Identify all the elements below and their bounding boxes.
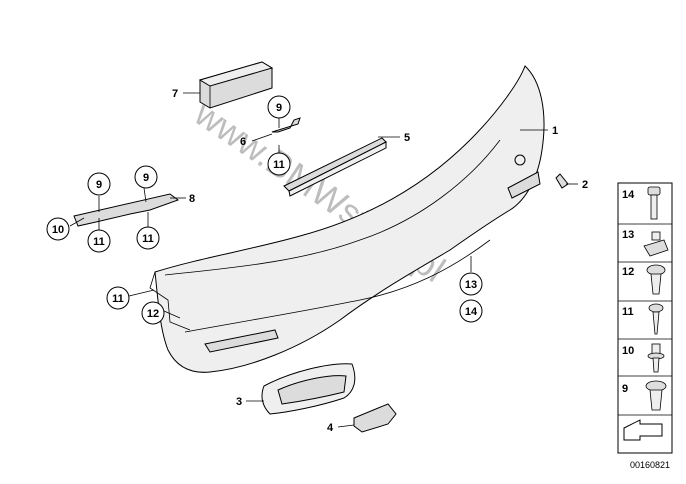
callout-13: 13	[459, 272, 483, 296]
svg-text:14: 14	[465, 306, 478, 318]
callout-10: 10	[46, 217, 70, 241]
svg-text:10: 10	[52, 224, 64, 236]
clip-nut-icon	[643, 231, 669, 257]
part-1-bumper	[149, 65, 548, 373]
screw-icon	[648, 303, 664, 335]
callout-14: 14	[459, 299, 483, 323]
svg-text:11: 11	[273, 159, 285, 171]
callout-11-b: 11	[87, 229, 111, 253]
svg-text:12: 12	[622, 266, 634, 278]
legend-row-13: 13	[622, 229, 669, 257]
svg-text:13: 13	[465, 279, 477, 291]
expanding-clip-icon	[645, 380, 667, 411]
svg-text:9: 9	[143, 172, 149, 184]
part-5-strip	[283, 136, 400, 197]
callout-5: 5	[404, 132, 410, 144]
bolt-icon	[647, 186, 661, 220]
callout-4: 4	[327, 422, 334, 434]
part-2-clip	[555, 173, 578, 189]
svg-text:11: 11	[622, 306, 634, 318]
svg-text:11: 11	[112, 293, 124, 305]
legend-row-14: 14	[622, 186, 661, 220]
part-3-grille	[246, 363, 356, 415]
callout-8: 8	[189, 193, 195, 205]
callout-7: 7	[172, 88, 178, 100]
diagram-code: 00160821	[630, 460, 670, 470]
svg-text:14: 14	[622, 189, 635, 201]
svg-text:13: 13	[622, 229, 634, 241]
legend-row-10: 10	[622, 343, 665, 373]
callout-11-a: 11	[267, 152, 291, 176]
svg-text:9: 9	[276, 102, 282, 114]
legend-row-9: 9	[622, 380, 667, 411]
svg-text:11: 11	[93, 236, 105, 248]
callout-11-d: 11	[106, 286, 130, 310]
callout-6: 6	[240, 136, 246, 148]
callout-9-a: 9	[267, 95, 291, 119]
svg-text:10: 10	[622, 345, 634, 357]
plastic-rivet-icon	[647, 343, 665, 373]
legend-row-12: 12	[622, 264, 666, 295]
expanding-rivet-icon	[646, 264, 666, 295]
direction-arrow-icon	[623, 419, 663, 441]
svg-text:9: 9	[622, 383, 628, 395]
callout-1: 1	[552, 125, 558, 137]
fastener-legend: 14 13 12 11	[617, 182, 673, 454]
callout-11-c: 11	[136, 226, 160, 250]
callout-12: 12	[141, 301, 165, 325]
part-7-box	[183, 61, 274, 109]
svg-text:9: 9	[96, 179, 102, 191]
part-8-bracket	[69, 187, 186, 230]
svg-text:12: 12	[147, 308, 159, 320]
part-4-cap	[337, 403, 397, 433]
svg-text:11: 11	[142, 233, 154, 245]
callout-9-b: 9	[87, 172, 111, 196]
callout-9-c: 9	[134, 165, 158, 189]
legend-row-11: 11	[622, 303, 664, 335]
callout-2: 2	[582, 179, 588, 191]
callout-3: 3	[236, 396, 242, 408]
